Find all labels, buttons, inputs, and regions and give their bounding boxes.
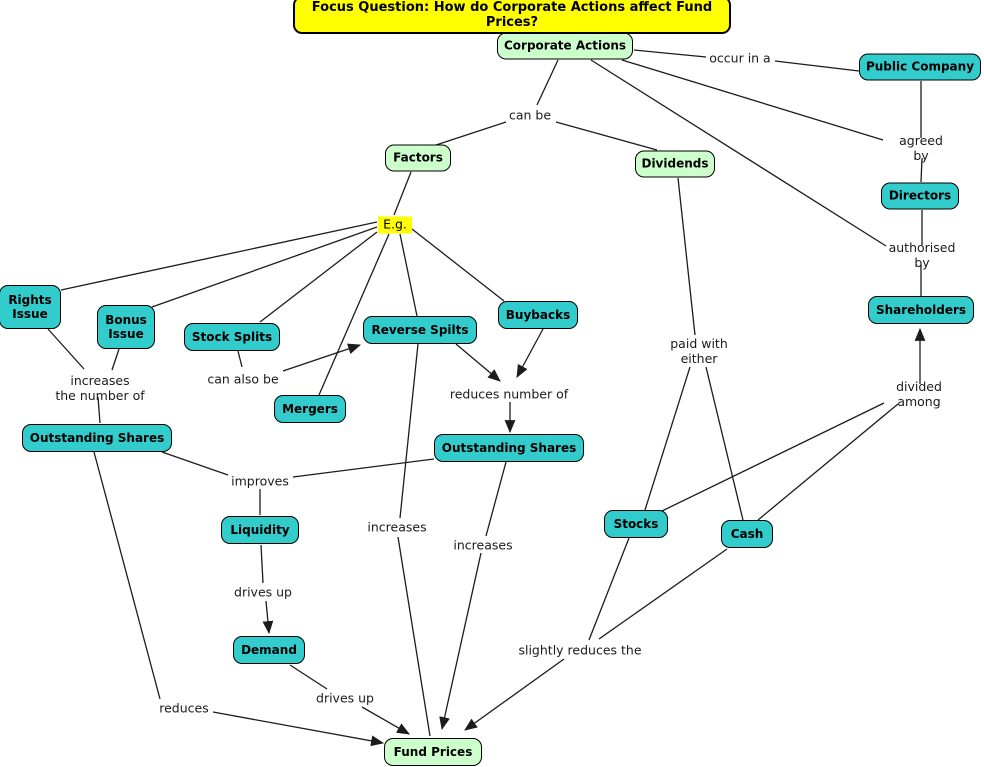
linking-phrase-divided-among[interactable]: divided among [896,379,942,409]
linking-phrase-drives-up-2[interactable]: drives up [316,690,374,706]
linking-phrase-can-also-be[interactable]: can also be [207,371,279,387]
node-stock-splits[interactable]: Stock Splits [184,323,280,351]
edge-outstanding-shares-left--improves [161,451,229,476]
linking-phrase-improves[interactable]: improves [231,473,289,489]
node-demand[interactable]: Demand [233,636,305,664]
node-factors[interactable]: Factors [385,144,451,172]
node-fund-prices[interactable]: Fund Prices [384,738,482,766]
edge-eg--mergers [318,233,390,396]
node-stocks[interactable]: Stocks [604,510,668,538]
edge-demand--drives-up-2 [289,664,328,690]
edge-liquidity--drives-up-1 [260,544,264,584]
edge-eg--rights-issue [60,221,378,291]
edge-divided-among--cash [757,403,899,521]
edge-drives-up-1--demand [262,600,274,635]
node-cash[interactable]: Cash [721,520,773,548]
linking-phrase-increases-1[interactable]: increases [367,519,427,535]
edge-paid-with-either--stocks [644,366,691,511]
edge-corporate-actions--agreed-by [621,59,884,141]
edge-eg--reverse-spilts [399,233,418,317]
node-outstanding-shares-left[interactable]: Outstanding Shares [22,424,172,452]
edge-corporate-actions--occur-in-a [633,49,707,58]
edge-rights-issue--increases-the-number-of [47,328,85,370]
edge-eg--bonus-issue [151,226,378,308]
linking-phrase-can-be[interactable]: can be [508,107,552,123]
edge-buybacks--reduces-number-of [516,328,544,378]
linking-phrase-occur-in-a[interactable]: occur in a [709,50,771,66]
linking-phrase-reduces-number-of[interactable]: reduces number of [449,386,569,402]
node-mergers[interactable]: Mergers [274,395,346,423]
node-shareholders[interactable]: Shareholders [868,296,974,324]
node-corporate-actions[interactable]: Corporate Actions [497,32,633,60]
edge-dividends--paid-with-either [677,177,696,336]
node-dividends[interactable]: Dividends [635,150,715,178]
edge-factors--eg [393,171,412,216]
edge-outstanding-shares-right--increases-2 [485,461,507,537]
node-rights-issue[interactable]: Rights Issue [0,285,61,329]
edge-can-be--factors [432,121,507,147]
edge-can-be--dividends [555,121,658,151]
node-reverse-spilts[interactable]: Reverse Spilts [363,316,477,344]
node-bonus-issue[interactable]: Bonus Issue [97,305,155,349]
linking-phrase-increases-the-number-of[interactable]: increases the number of [55,373,145,403]
edge-eg--buybacks [411,228,505,302]
edge-stock-splits--can-also-be [237,350,243,368]
node-public-company[interactable]: Public Company [859,53,981,81]
linking-phrase-increases-2[interactable]: increases [453,537,513,553]
edge-occur-in-a--public-company [774,60,860,72]
edge-outstanding-shares-left--reduces [93,451,161,700]
edge-reduces--fund-prices [212,711,385,747]
linking-phrase-paid-with-either[interactable]: paid with either [670,336,728,366]
edge-divided-among--stocks [661,402,885,512]
linking-phrase-agreed-by[interactable]: agreed by [899,133,943,163]
linking-phrase-authorised-by[interactable]: authorised by [888,240,956,270]
node-eg[interactable]: E.g. [378,216,412,234]
edge-stocks--slightly-reduces-the [588,537,630,641]
linking-phrase-drives-up-1[interactable]: drives up [234,584,292,600]
edge-bonus-issue--increases-the-number-of [111,348,120,371]
edge-slightly-reduces-the--fund-prices [464,658,565,731]
edge-paid-with-either--cash [705,366,744,521]
edge-reverse-spilts--reduces-number-of [455,343,501,382]
node-liquidity[interactable]: Liquidity [221,516,299,544]
edge-reverse-spilts--increases-1 [399,343,419,519]
edge-corporate-actions--authorised-by [590,59,887,247]
edge-eg--stock-splits [259,231,378,323]
edge-corporate-actions--can-be [536,59,559,106]
edge-cash--slightly-reduces-the [598,548,728,640]
edge-increases-1--fund-prices [397,536,431,737]
node-directors[interactable]: Directors [881,182,959,210]
edge-outstanding-shares-right--improves [292,458,435,478]
node-buybacks[interactable]: Buybacks [498,301,578,329]
edge-increases-2--fund-prices [439,552,482,731]
linking-phrase-reduces[interactable]: reduces [159,700,209,716]
edge-can-also-be--reverse-spilts [282,343,362,372]
linking-phrase-slightly-reduces-the[interactable]: slightly reduces the [518,642,642,658]
focus-question-banner: Focus Question: How do Corporate Actions… [293,0,731,34]
node-outstanding-shares-right[interactable]: Outstanding Shares [434,434,584,462]
edge-drives-up-2--fund-prices [361,706,410,735]
